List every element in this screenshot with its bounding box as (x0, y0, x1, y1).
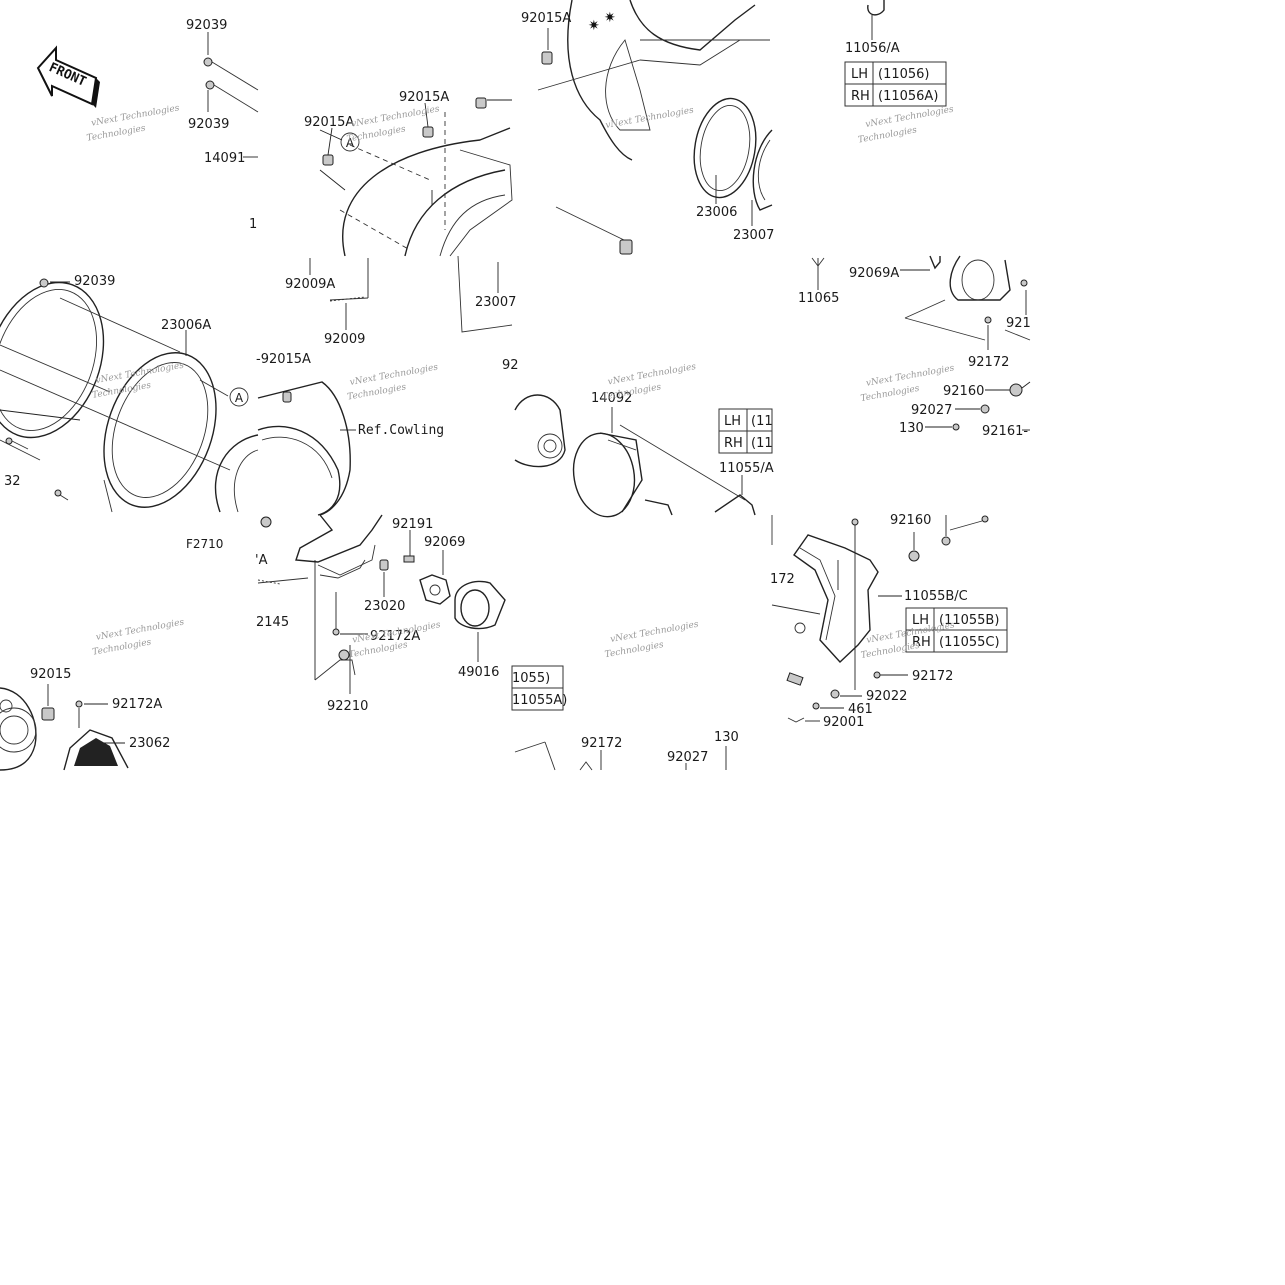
label-92191: 92191 (392, 517, 433, 532)
label-92160-b: 92160 (890, 513, 931, 528)
watermark-9: vNext Technologies Technologies (92, 617, 186, 657)
panel-cowling (309, 97, 513, 333)
table-11056-lh-part: (11056) (878, 67, 930, 82)
label-23062: 23062 (129, 736, 170, 751)
label-92069: 92069 (424, 535, 465, 550)
label-23006: 23006 (696, 205, 737, 220)
watermark-3: vNext Technologies (605, 105, 695, 130)
label-F2710: F2710 (186, 537, 223, 551)
watermark-11: vNext Technologies Technologies (604, 620, 700, 661)
label-92015A-right: 92015A (521, 11, 571, 26)
table-11055B: LH (11055B) RH (11055C) (905, 607, 1008, 653)
table-11055-left-r2: 11055A) (512, 693, 567, 708)
label-23007-mid: 23007 (475, 295, 516, 310)
panel-mid-left (0, 278, 249, 513)
label-130-bot: 130 (714, 730, 739, 745)
watermark-6: vNext Technologies Technologies (347, 362, 440, 402)
panel-bottom-middle (257, 514, 506, 694)
label-92172-b: 92172 (912, 669, 953, 684)
table-11055-top-rh: RH (724, 436, 743, 451)
label-92161-cut: 92161- (982, 424, 1028, 439)
table-11055B-lh: LH (912, 613, 929, 628)
panel-bottom-center (514, 741, 727, 771)
label-49016: 49016 (458, 665, 499, 680)
label-92009A: 92009A (285, 277, 335, 292)
label-92172A-left: 92172A (112, 697, 162, 712)
table-11055B-rh-part: (11055C) (939, 635, 1000, 650)
label-92015: 92015 (30, 667, 71, 682)
table-11056-lh: LH (851, 67, 868, 82)
panel-mid-headlamp (514, 394, 756, 518)
label-92015A-left: 92015A (304, 115, 354, 130)
front-arrow-icon: FRONT (36, 45, 100, 108)
callout-a-1: A (346, 136, 355, 150)
watermark-4: vNext Technologies Technologies (857, 105, 955, 146)
table-11055-top: LH (11 RH (11 (718, 408, 773, 454)
watermark-7: vNext Technologies Technologies (602, 362, 698, 403)
table-11055B-rh: RH (912, 635, 931, 650)
label-92172-r1: 92172 (968, 355, 1009, 370)
label-92210: 92210 (327, 699, 368, 714)
table-11056: LH (11056) RH (11056A) (844, 61, 947, 107)
label-92001: 92001 (823, 715, 864, 730)
label-11065: 11065 (798, 291, 839, 306)
label-a-cut: 'A (255, 553, 268, 568)
label-32: 32 (4, 474, 21, 489)
table-11056-rh-part: (11056A) (878, 89, 938, 104)
watermark-1: vNext Technologies Technologies (86, 103, 181, 143)
label-92022: 92022 (866, 689, 907, 704)
label-92015A-top: 92015A (399, 90, 449, 105)
svg-text:✷: ✷ (604, 10, 616, 26)
label-92039-mid: 92039 (188, 117, 229, 132)
table-11055-left-r1: 1055) (512, 671, 550, 686)
panel-top-right (811, 0, 1031, 431)
label-92027-r: 92027 (911, 403, 952, 418)
label-2145: 2145 (256, 615, 289, 630)
label-23006A: 23006A (161, 318, 211, 333)
label-92027-bot: 92027 (667, 750, 708, 765)
label-92039-left: 92039 (74, 274, 115, 289)
table-11055-left: 1055) 11055A) (511, 665, 567, 711)
label-92160-r: 92160 (943, 384, 984, 399)
label-11055A-cut: 11055/A (719, 461, 774, 476)
watermark-5: vNext Technologies Technologies (91, 361, 185, 401)
panel-bottom-left (0, 684, 129, 771)
label-92009: 92009 (324, 332, 365, 347)
label-461: 461 (848, 702, 873, 717)
table-11055-top-lh: LH (724, 414, 741, 429)
label-1: 1 (249, 217, 257, 232)
table-11055B-lh-part: (11055B) (939, 613, 999, 628)
label-ref-cowling: Ref.Cowling (358, 423, 444, 438)
panel-bottom-right (771, 515, 989, 723)
label-23007-right: 23007 (733, 228, 774, 243)
svg-text:✷: ✷ (588, 18, 600, 34)
label-92015A-dash: -92015A (256, 352, 311, 367)
label-11055BC: 11055B/C (904, 589, 968, 604)
label-11056A: 11056/A (845, 41, 900, 56)
table-11055-top-rh-part: (11 (751, 436, 773, 451)
panel-headlamp-rim: ✷ ✷ (537, 0, 773, 255)
label-92-cut: 92 (502, 358, 519, 373)
watermark-2: vNext Technologies Technologies (346, 104, 441, 144)
label-92039-top: 92039 (186, 18, 227, 33)
label-92172-bot: 92172 (581, 736, 622, 751)
table-11056-rh: RH (851, 89, 870, 104)
label-172-cut: 172 (770, 572, 795, 587)
panel-mid-cowling (214, 381, 356, 516)
label-14091: 14091 (204, 151, 245, 166)
label-921-cut: 921 (1006, 316, 1031, 331)
table-11055-top-lh-part: (11 (751, 414, 773, 429)
label-14092: 14092 (591, 391, 632, 406)
callout-a-2: A (235, 391, 244, 405)
label-92069A: 92069A (849, 266, 899, 281)
label-92172A-mid: 92172A (370, 629, 420, 644)
label-23020: 23020 (364, 599, 405, 614)
panel-top-left (203, 32, 259, 158)
svg-text:vNext Technologies: vNext Technologies (605, 105, 695, 130)
label-130-r: 130 (899, 421, 924, 436)
